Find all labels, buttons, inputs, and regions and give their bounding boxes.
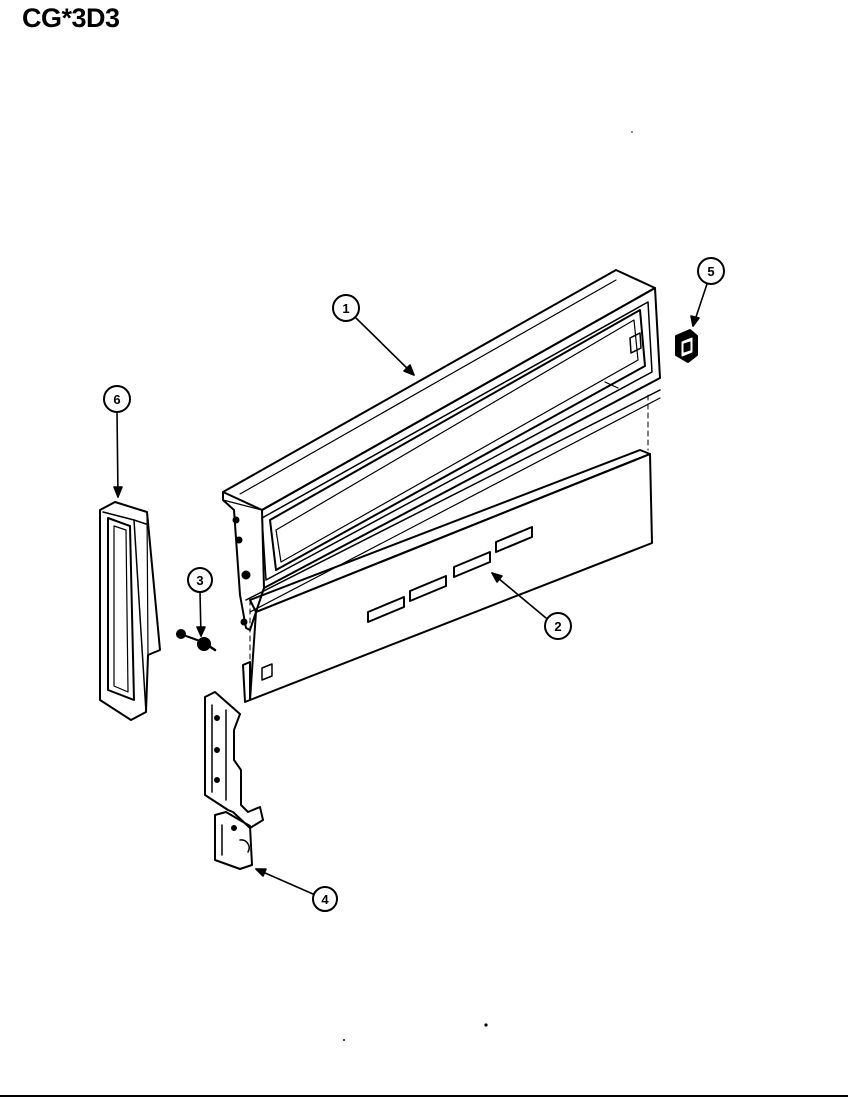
scan-speck (343, 1039, 345, 1041)
callout-6: 6 (103, 385, 131, 413)
scan-speck (484, 1023, 488, 1027)
model-title: CG*3D3 (22, 3, 120, 33)
alignment-lines (249, 394, 649, 671)
part-1-backguard (222, 269, 661, 631)
callout-1-label: 1 (342, 301, 349, 316)
leader-lines (113, 283, 708, 895)
part-2-trim-panel (242, 449, 653, 703)
callout-1: 1 (332, 294, 360, 322)
part-3-screw (176, 629, 217, 652)
scan-speck (631, 131, 633, 133)
callout-2: 2 (544, 612, 572, 640)
callout-2-label: 2 (554, 619, 561, 634)
callout-4-label: 4 (321, 892, 329, 907)
callout-3: 3 (187, 567, 213, 593)
callout-6-label: 6 (113, 392, 120, 407)
callout-3-label: 3 (196, 573, 203, 588)
callout-4: 4 (312, 886, 338, 912)
callout-5: 5 (697, 257, 725, 285)
callout-5-label: 5 (707, 264, 714, 279)
part-5-switch (675, 329, 698, 363)
part-6-end-cap (99, 501, 161, 721)
part-4-bracket (204, 691, 264, 870)
